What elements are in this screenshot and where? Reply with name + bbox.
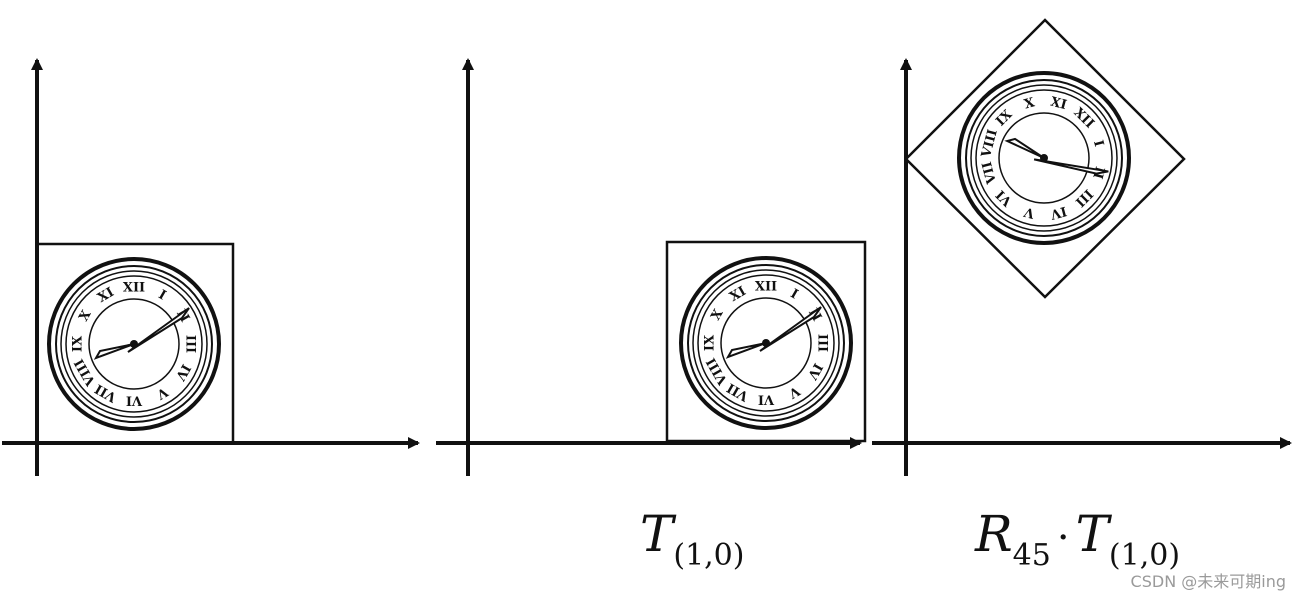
- r-subscript: 45: [1012, 538, 1051, 573]
- panel-2-translated: [436, 58, 867, 476]
- watermark: CSDN @未来可期ing: [1130, 572, 1286, 591]
- square-box: [35, 242, 235, 445]
- panel-3-rotated-translated: [872, 18, 1292, 476]
- r-symbol: R: [975, 505, 1013, 563]
- rotation-translation-label: R45·T(1,0): [975, 505, 1180, 573]
- clock-icon: [47, 257, 221, 431]
- rotated-square-box: [904, 18, 1186, 299]
- translation-label: T(1,0): [640, 505, 744, 573]
- clock-icon: [679, 256, 853, 430]
- t-symbol: T: [640, 505, 674, 563]
- t-subscript: (1,0): [1108, 538, 1181, 573]
- panel-1-original: [2, 58, 420, 476]
- dot-operator: ·: [1056, 515, 1070, 561]
- clock-icon: [924, 38, 1164, 278]
- square-box: [665, 240, 867, 443]
- t-symbol: T: [1075, 505, 1109, 563]
- t-subscript: (1,0): [673, 538, 745, 573]
